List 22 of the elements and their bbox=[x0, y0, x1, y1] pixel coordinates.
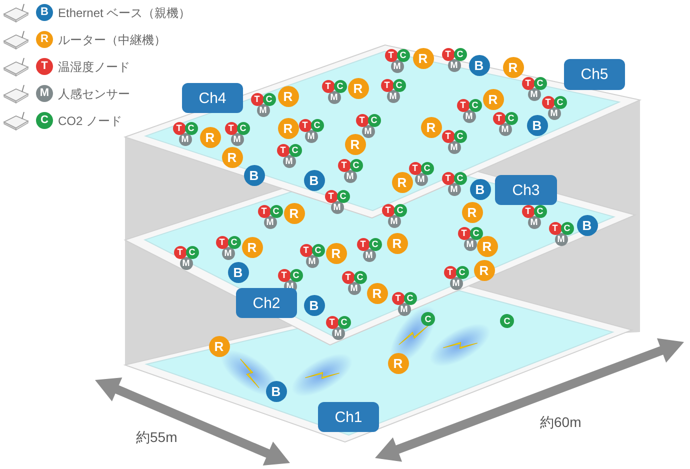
legend-marker: R bbox=[36, 31, 53, 48]
legend-marker: T bbox=[36, 58, 53, 75]
legend-label: CO2 ノード bbox=[58, 113, 122, 130]
dimension-label: 約55m bbox=[136, 428, 178, 447]
channel-tag: Ch3 bbox=[495, 175, 557, 205]
node-marker: B bbox=[468, 54, 490, 76]
channel-tag: Ch1 bbox=[318, 402, 379, 432]
channel-tag: Ch2 bbox=[236, 288, 297, 318]
legend-label: Ethernet ベース（親機） bbox=[58, 5, 191, 22]
node-marker: R bbox=[502, 56, 524, 78]
legend-label: 人感センサー bbox=[58, 86, 130, 103]
channel-tag: Ch5 bbox=[564, 59, 625, 90]
legend-marker: B bbox=[36, 4, 53, 21]
legend-marker: C bbox=[36, 112, 53, 129]
node-marker: T bbox=[442, 48, 454, 60]
channel-tag: Ch4 bbox=[182, 83, 243, 113]
legend-marker: M bbox=[36, 85, 53, 102]
legend-label: ルーター（中継機） bbox=[58, 32, 166, 49]
dimension-label: 約60m bbox=[540, 413, 582, 432]
legend-label: 温湿度ノード bbox=[58, 59, 130, 76]
node-marker: R bbox=[412, 48, 434, 68]
node-marker: C bbox=[454, 48, 466, 60]
